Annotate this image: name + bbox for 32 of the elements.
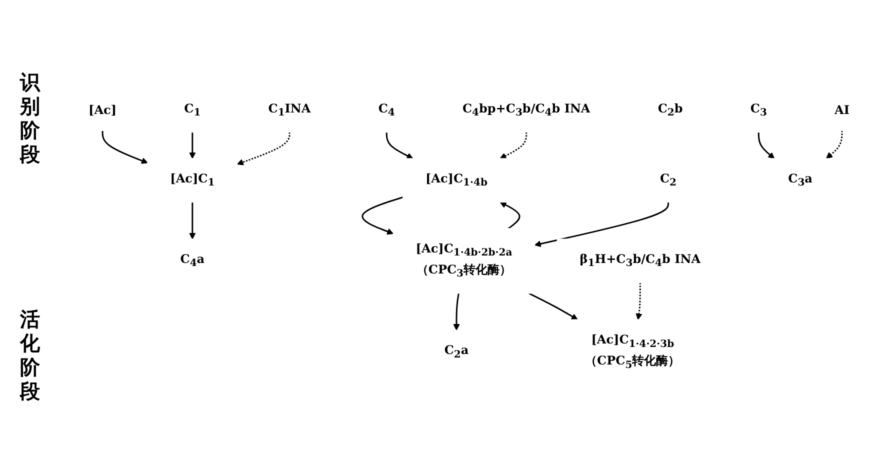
arrow bbox=[189, 202, 196, 240]
node-text: C$_{2}$a bbox=[444, 342, 469, 360]
stage-label: 识别阶段 bbox=[19, 70, 41, 166]
node-text: [Ac]C$_{1·4b·2b·2a}$ （CPC$_{3}$转化酶） bbox=[416, 241, 512, 280]
node-text: C$_{2}$b bbox=[658, 101, 683, 119]
node-text: β$_{1}$H+C$_{3}$b/C$_{4}$b INA bbox=[580, 252, 701, 270]
node-text: AI bbox=[834, 102, 850, 118]
arrow bbox=[453, 293, 460, 330]
arrow bbox=[528, 292, 578, 320]
node-text: [Ac]C$_{1}$ bbox=[170, 171, 215, 189]
node-text: [Ac] bbox=[88, 102, 117, 118]
node-text: C$_{1}$INA bbox=[268, 101, 311, 119]
arrow bbox=[236, 132, 290, 166]
node-text: C$_{3}$a bbox=[788, 171, 812, 189]
arrow bbox=[826, 130, 843, 159]
node-text: C$_{4}$ bbox=[378, 101, 395, 119]
arrow bbox=[362, 196, 404, 235]
arrow bbox=[534, 202, 669, 248]
arrow bbox=[500, 202, 520, 230]
node-text: C$_{4}$bp+C$_{3}$b/C$_{4}$b INA bbox=[462, 101, 590, 119]
node-text: C$_{2}$ bbox=[660, 171, 676, 189]
stage-label: 活化阶段 bbox=[19, 306, 41, 403]
arrow bbox=[386, 132, 414, 159]
arrow bbox=[758, 132, 775, 159]
node-text: C$_{3}$ bbox=[750, 101, 767, 119]
arrow bbox=[636, 282, 642, 320]
node-text: C$_{1}$ bbox=[184, 101, 201, 119]
node-text: C$_{4}$a bbox=[180, 252, 205, 270]
arrow bbox=[102, 130, 148, 164]
arrow bbox=[500, 132, 528, 159]
node-text: [Ac]C$_{1·4·2·3b}$ （CPC$_{5}$转化酶） bbox=[585, 332, 680, 371]
arrow bbox=[189, 132, 196, 159]
